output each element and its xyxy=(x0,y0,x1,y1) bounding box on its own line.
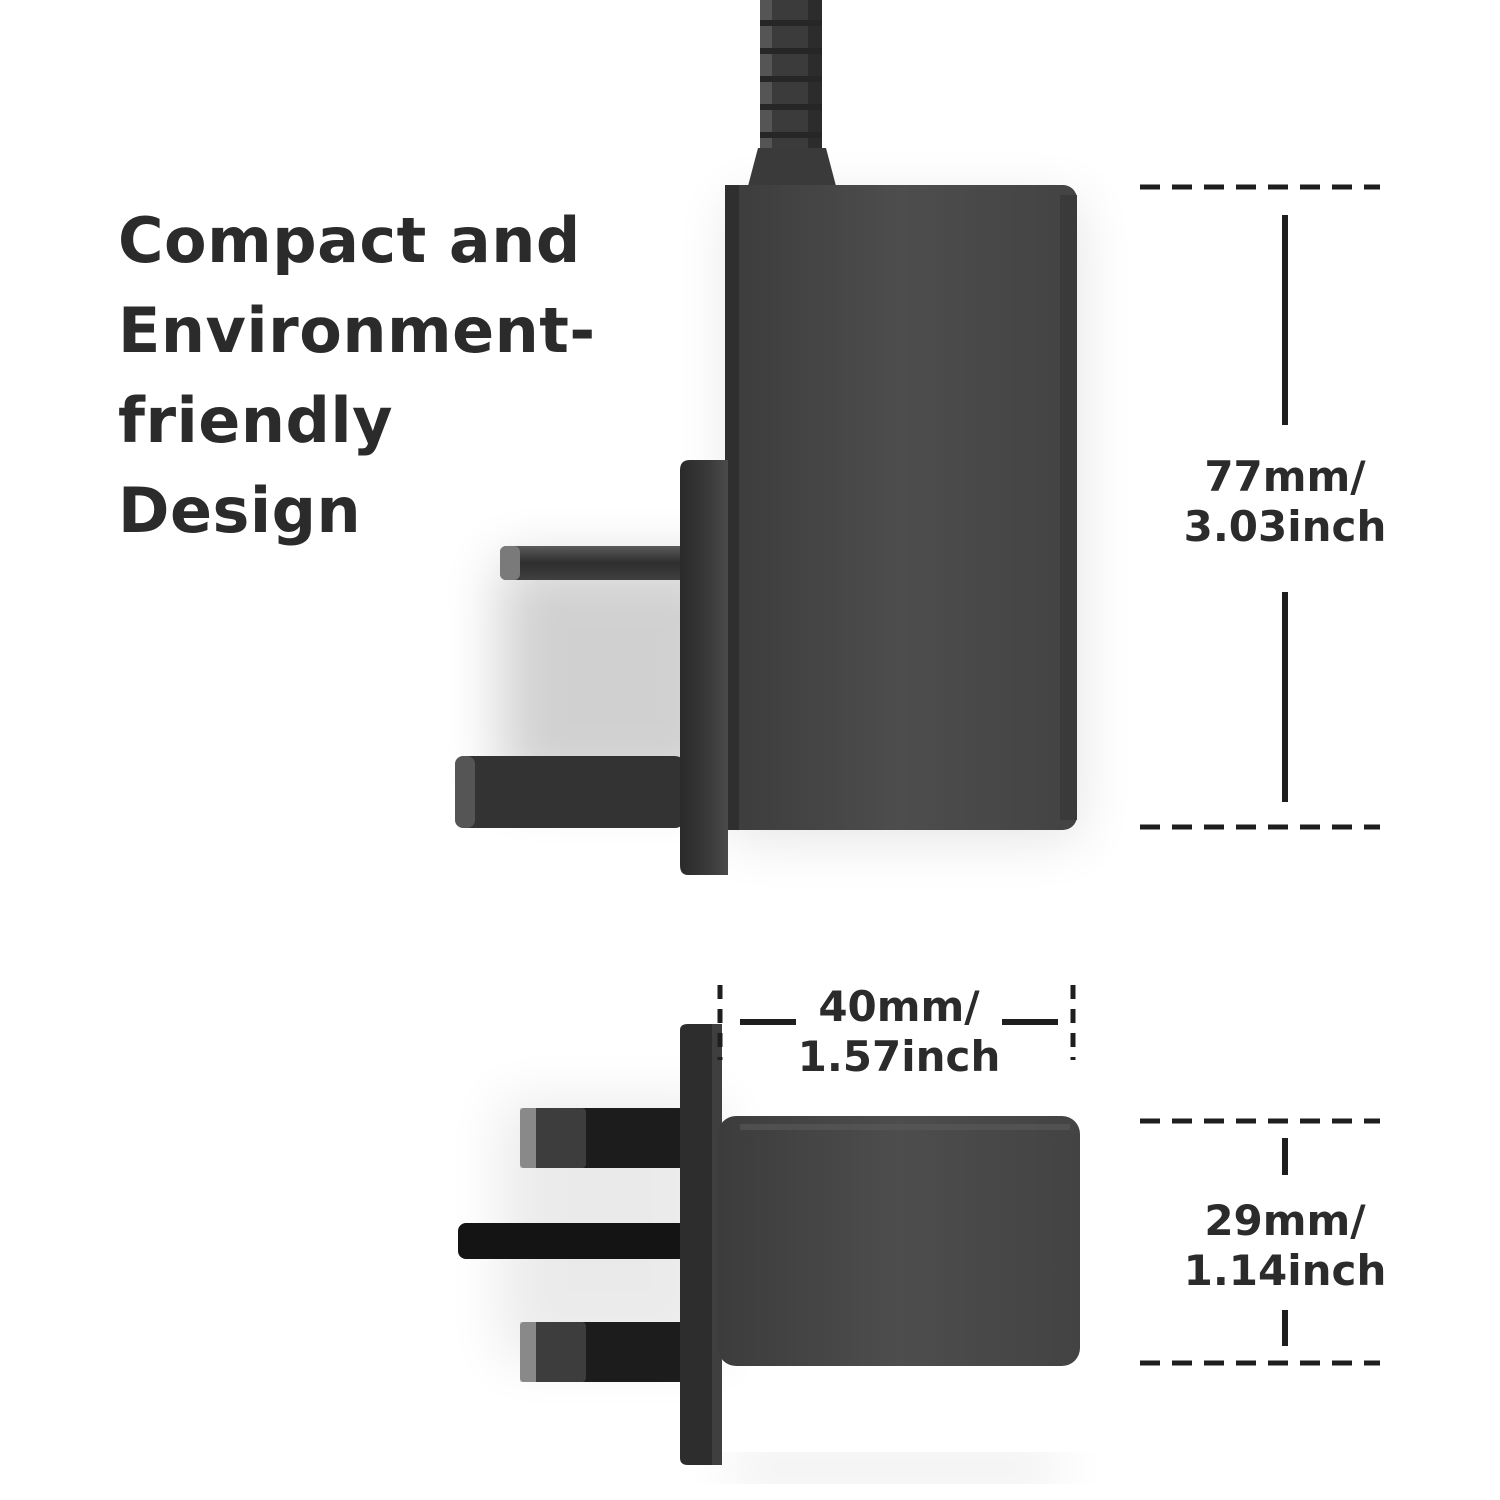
plug-faceplate xyxy=(680,460,728,875)
adapter-side-view xyxy=(455,0,1080,875)
width-dimension-lines xyxy=(717,985,1076,1060)
depth-dimension-label: 29mm/ 1.14inch xyxy=(1165,1196,1405,1296)
headline: Compact and Environment- friendly Design xyxy=(118,196,596,556)
cable-icon xyxy=(748,0,836,186)
depth-imperial: 1.14inch xyxy=(1183,1246,1387,1295)
width-metric: 40mm/ xyxy=(818,982,980,1031)
headline-line-4: Design xyxy=(118,474,362,547)
height-imperial: 3.03inch xyxy=(1183,502,1387,551)
plug-faceplate-front xyxy=(680,1024,722,1465)
headline-line-1: Compact and xyxy=(118,204,581,277)
width-imperial: 1.57inch xyxy=(797,1032,1001,1081)
headline-line-3: friendly xyxy=(118,384,394,457)
adapter-body xyxy=(725,185,1077,830)
width-dimension-label: 40mm/ 1.57inch xyxy=(786,982,1012,1082)
plug-pin-top-icon xyxy=(500,546,690,580)
adapter-body-front xyxy=(718,1116,1080,1366)
plug-pin-bottom-icon xyxy=(455,756,685,828)
headline-line-2: Environment- xyxy=(118,294,596,367)
height-metric: 77mm/ xyxy=(1204,452,1366,501)
height-dimension-label: 77mm/ 3.03inch xyxy=(1165,452,1405,552)
height-dimension-lines xyxy=(1140,184,1380,830)
adapter-front-view xyxy=(458,1024,1080,1476)
depth-dimension-lines xyxy=(1140,1118,1380,1366)
depth-metric: 29mm/ xyxy=(1204,1196,1366,1245)
plug-pins-front-icon xyxy=(458,1108,710,1382)
